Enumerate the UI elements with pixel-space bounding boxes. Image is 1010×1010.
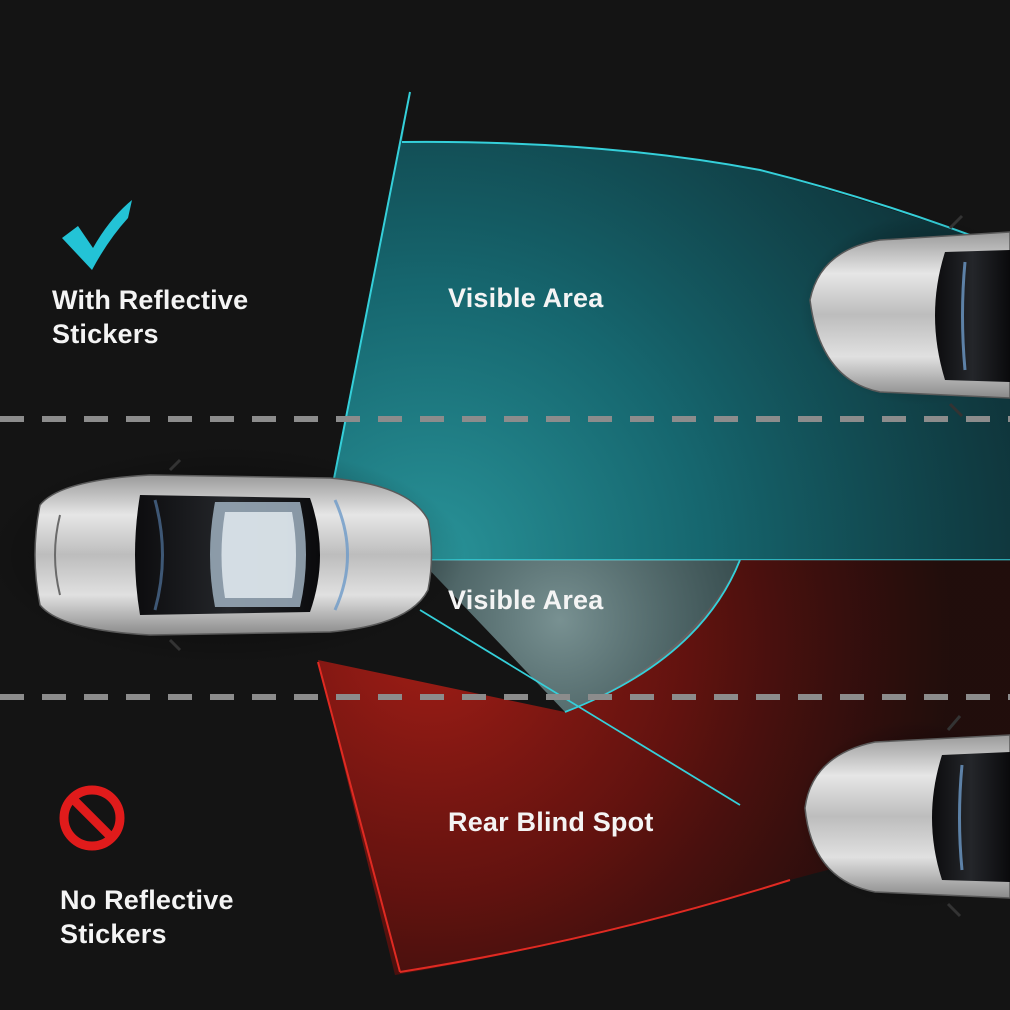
car-lower-right [795,715,1010,918]
no-stickers-label-line1: No Reflective [60,885,234,915]
prohibited-icon [59,785,125,851]
visible-zone-upper [318,90,1010,560]
car-upper-right [800,214,1010,418]
no-stickers-label: No Reflective Stickers [60,883,234,951]
visible-area-upper-label: Visible Area [448,283,604,313]
visible-area-lower-label: Visible Area [448,585,604,615]
rear-blind-spot-label: Rear Blind Spot [448,807,654,837]
checkmark-icon [62,200,132,270]
with-stickers-label-line2: Stickers [52,319,159,349]
visible-zone-lower-ray [419,609,741,806]
blind-spot-ray [317,661,401,973]
with-stickers-label: With Reflective Stickers [52,283,248,351]
visible-zone-lower [420,560,740,712]
no-stickers-label-line2: Stickers [60,919,167,949]
main-car [0,445,465,665]
with-stickers-label-line1: With Reflective [52,285,249,315]
blind-spot-edge [399,879,791,973]
blind-spot-zone [318,560,1010,975]
